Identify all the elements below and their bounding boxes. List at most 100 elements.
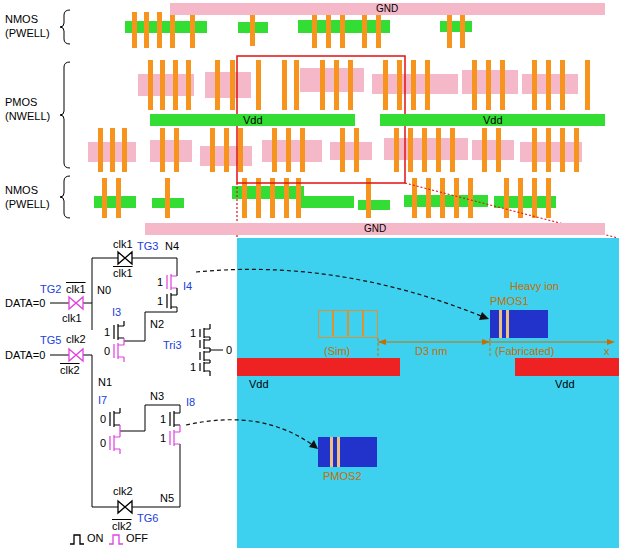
circuit-wire — [210, 350, 223, 351]
pmos-active — [330, 142, 372, 160]
signal-label: 0 — [226, 344, 232, 356]
poly-gate — [186, 60, 191, 110]
signal-label: TG3 — [137, 240, 158, 252]
signal-label: 1 — [157, 295, 163, 307]
poly-gate — [215, 60, 220, 110]
poly-gate — [148, 60, 153, 110]
poly-gate — [286, 128, 291, 172]
poly-gate — [436, 128, 441, 172]
device-gate — [506, 310, 509, 338]
circuit-wire — [132, 258, 177, 276]
poly-gate — [144, 12, 149, 48]
poly-gate — [411, 60, 416, 110]
poly-gate — [532, 128, 537, 172]
nmos-active — [94, 20, 556, 210]
dimension-axis — [378, 339, 386, 345]
signal-label: N0 — [97, 284, 111, 296]
nmos-active — [440, 21, 472, 32]
supply-rail: Vdd — [237, 358, 400, 376]
poly-gate — [165, 178, 170, 218]
poly-gate — [440, 178, 445, 218]
device-gate — [332, 311, 334, 336]
zoom-panel — [237, 238, 619, 548]
node-label: Vdd — [483, 114, 503, 127]
poly-gate — [500, 60, 505, 110]
poly-gate — [532, 178, 537, 218]
poly-gate — [422, 128, 427, 172]
signal-label: I4 — [183, 280, 192, 292]
poly-gate — [348, 60, 353, 110]
poly-gate — [256, 178, 261, 218]
poly-gate — [110, 128, 115, 172]
signal-label: 0 — [104, 345, 110, 357]
device-gate — [330, 437, 333, 467]
transistor — [200, 324, 210, 376]
signal-label: DATA=0 — [5, 349, 45, 361]
poly-gate — [190, 12, 195, 48]
poly-gate — [546, 128, 551, 172]
circuit-wire — [124, 307, 177, 341]
annotation: (Fabricated) — [495, 345, 554, 357]
dimension-axis — [378, 338, 615, 358]
poly-gate — [454, 178, 459, 218]
poly-gate — [160, 128, 165, 172]
poly-gate — [174, 128, 179, 172]
poly-gate — [450, 128, 455, 172]
device-gate — [347, 311, 349, 336]
node-label: PMOS2 — [323, 470, 362, 483]
legend-text: OFF — [126, 532, 148, 544]
poly-gate — [376, 12, 381, 48]
signal-label: 1 — [160, 432, 166, 444]
poly-gate — [447, 12, 452, 48]
pmos-active — [300, 68, 364, 92]
poly-gate — [460, 12, 465, 48]
transistor — [110, 408, 120, 427]
node-label: PMOS1 — [490, 295, 529, 308]
poly-gate — [574, 128, 579, 172]
device-gate — [337, 437, 340, 467]
poly-gate — [532, 60, 537, 110]
poly-gate — [468, 178, 473, 218]
poly-gate — [340, 12, 345, 48]
poly-gate — [394, 128, 399, 172]
poly-gate — [296, 178, 301, 218]
poly-gate — [472, 60, 477, 110]
signal-label: 0 — [100, 437, 106, 449]
circuit-wire — [50, 258, 223, 507]
transistor — [110, 425, 120, 454]
poly-gate — [157, 12, 162, 48]
signal-label: clk1 — [66, 283, 86, 295]
mapping-arrow — [309, 440, 318, 449]
poly-gate — [173, 60, 178, 110]
node-label: (Sim) — [324, 345, 350, 358]
transistor — [167, 274, 177, 290]
circuit-wire — [132, 444, 180, 507]
dimension-axis — [378, 342, 612, 343]
signal-label: clk2 — [66, 333, 86, 345]
supply-rail: Vdd — [380, 114, 605, 126]
node-label: Vdd — [243, 114, 263, 127]
legend-text: ON — [87, 532, 104, 544]
poly-gate — [270, 178, 275, 218]
brace — [60, 176, 70, 218]
poly-gate — [546, 178, 551, 218]
poly-gate — [312, 12, 317, 48]
poly-gate — [408, 128, 413, 172]
poly-gate — [132, 12, 137, 48]
pmos-active — [150, 140, 192, 162]
poly-gate — [242, 178, 247, 218]
signal-label: I7 — [98, 394, 107, 406]
region-label: NMOS (PWELL) — [5, 183, 57, 211]
brace — [60, 62, 70, 168]
transistor — [110, 274, 210, 454]
supply-rail: Vdd — [150, 114, 355, 126]
signal-label: N4 — [165, 240, 179, 252]
signal-label: TG5 — [40, 334, 61, 346]
brace — [60, 10, 70, 44]
signal-label: I3 — [112, 306, 121, 318]
poly-gate — [122, 128, 127, 172]
poly-gate — [585, 60, 590, 110]
annotation: x — [604, 345, 610, 357]
